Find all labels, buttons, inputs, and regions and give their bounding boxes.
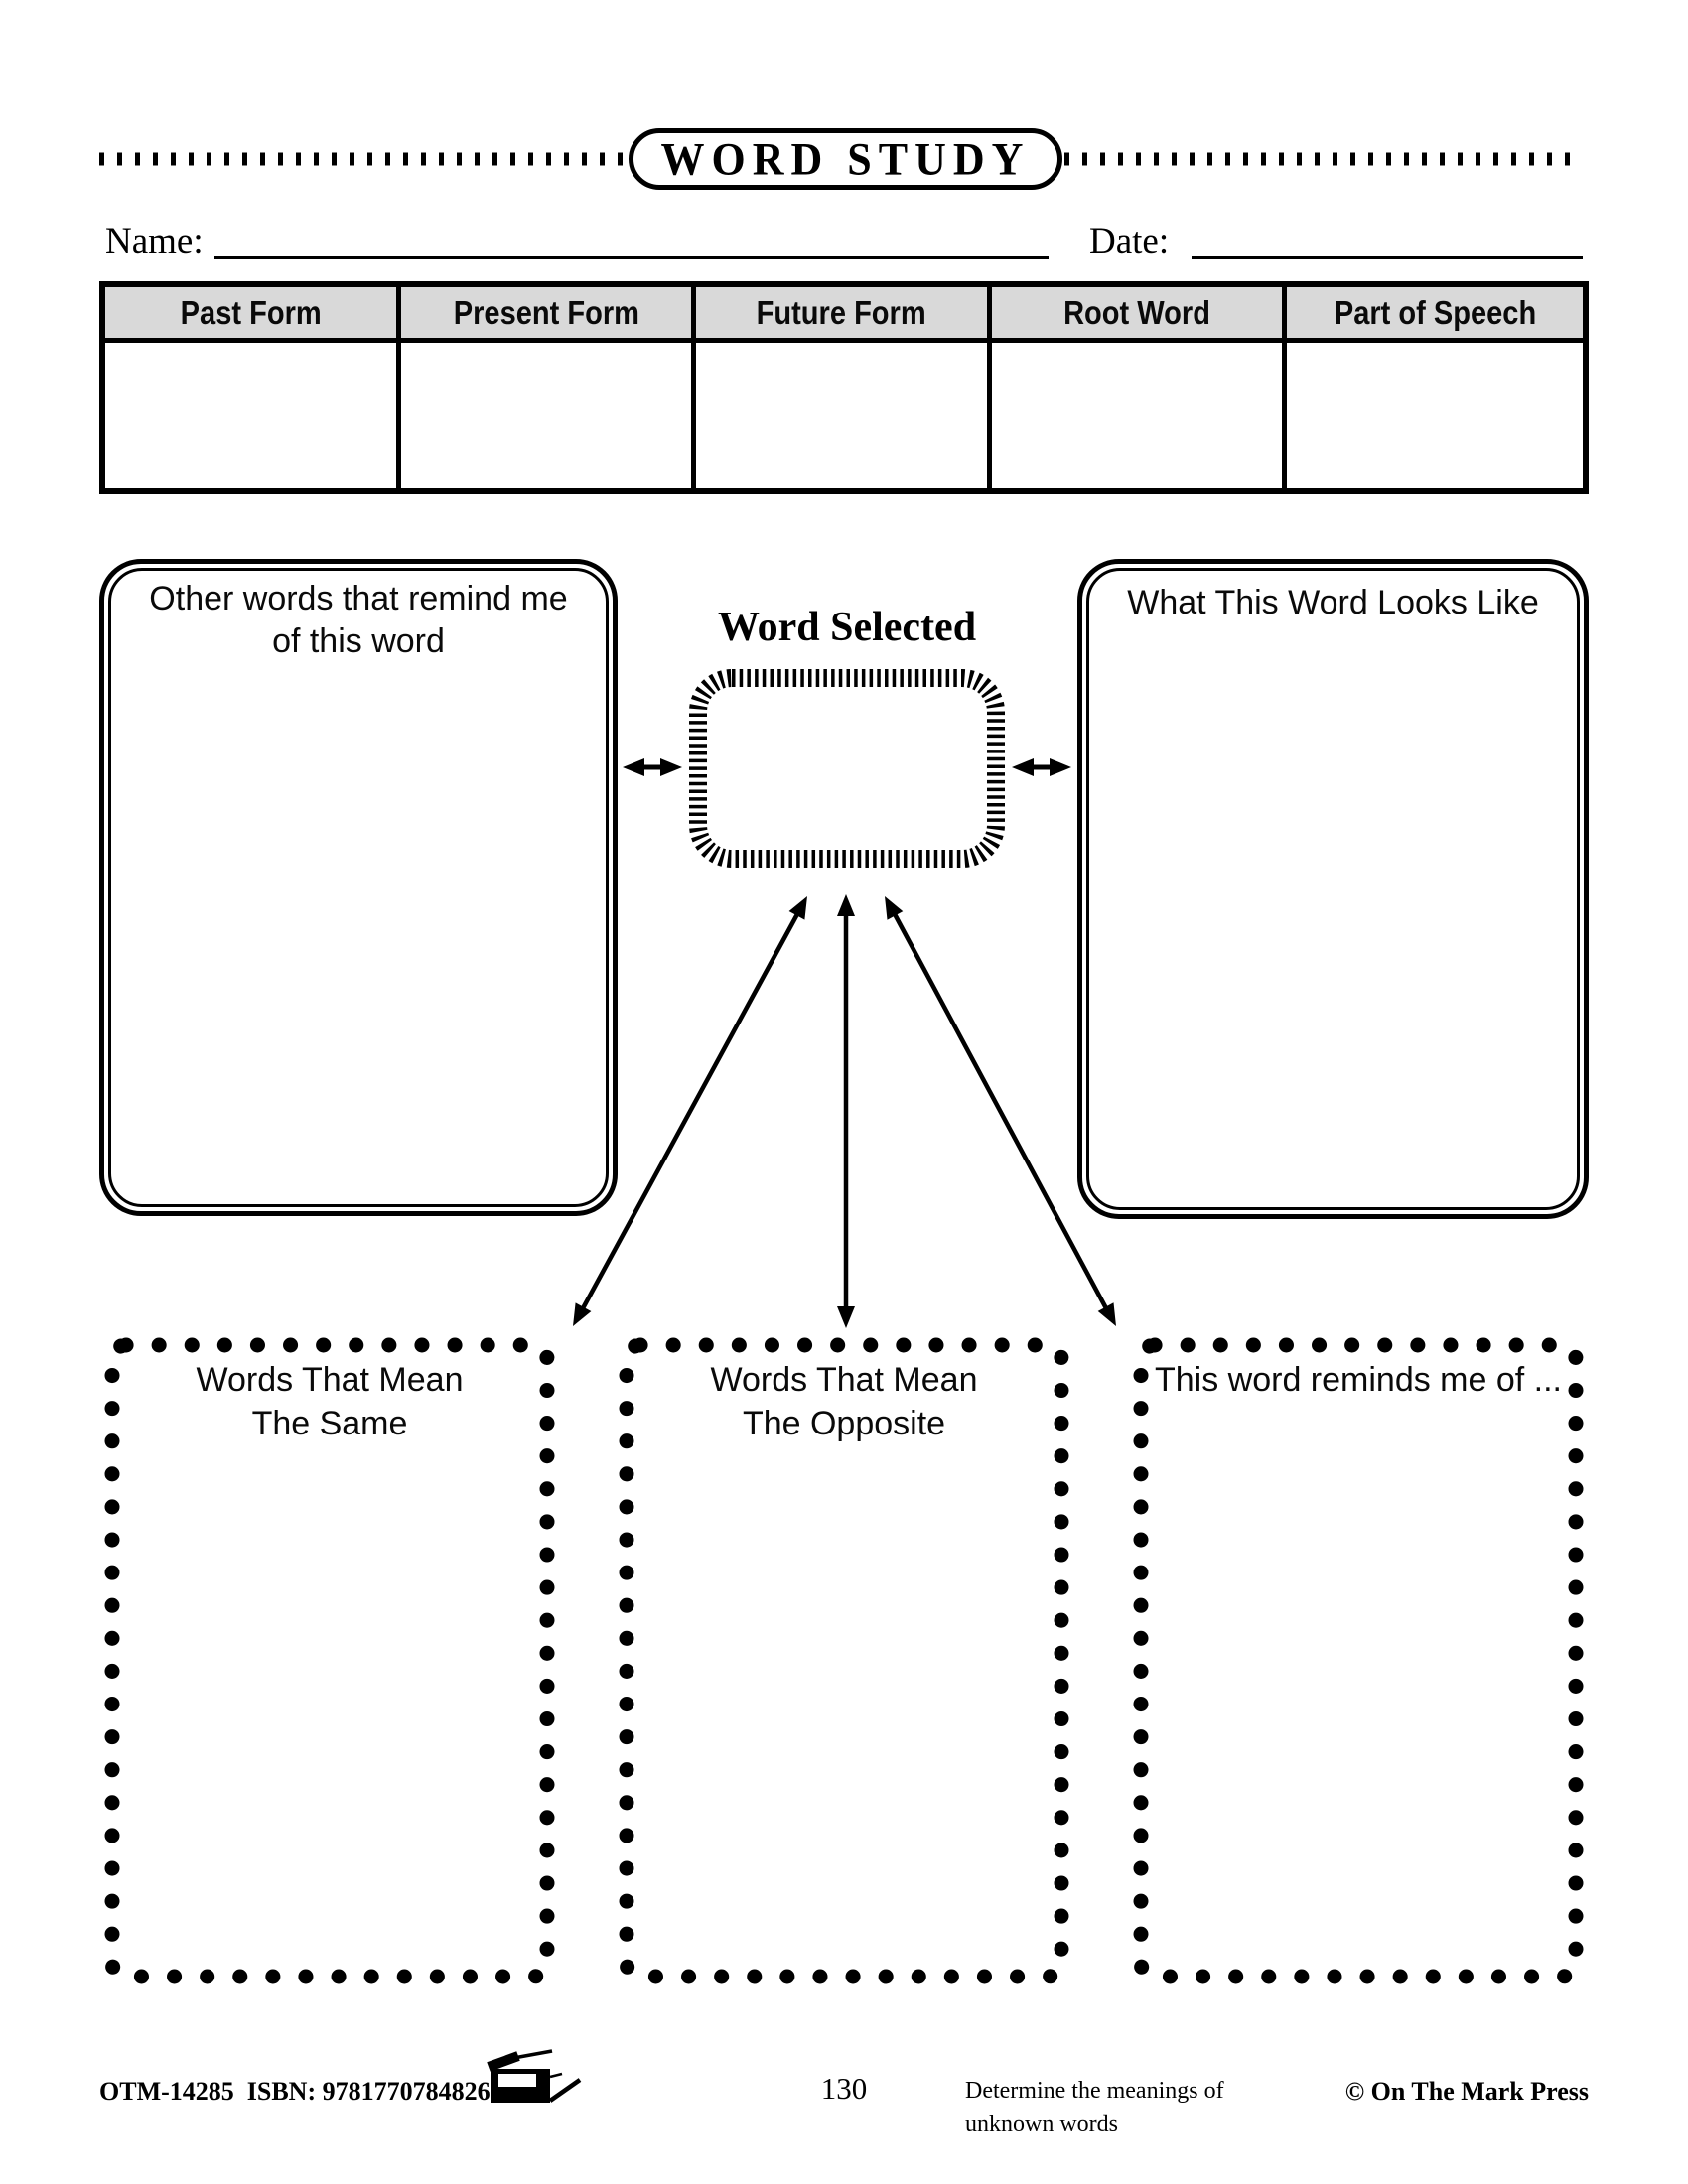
words-mean-same-box[interactable]: Words That Mean The Same (103, 1336, 556, 1985)
words-mean-same-box-title: Words That Mean The Same (196, 1361, 464, 1443)
name-input-line[interactable] (214, 256, 1049, 259)
what-word-looks-like-box-inner-border (1086, 568, 1580, 1210)
words-mean-same-box-border (104, 1337, 555, 1984)
table-cell-future-form[interactable] (696, 343, 992, 488)
table-cell-present-form[interactable] (400, 343, 697, 488)
word-reminds-me-box-border (1133, 1337, 1584, 1984)
other-words-box[interactable]: Other words that remind me of this word (99, 559, 618, 1216)
name-label: Name: (105, 221, 204, 262)
page-title-pill: WORD STUDY (629, 128, 1062, 190)
words-mean-opposite-box[interactable]: Words That Mean The Opposite (618, 1336, 1070, 1985)
what-word-looks-like-box-title: What This Word Looks Like (1127, 584, 1539, 621)
header-dotted-line (99, 152, 1583, 166)
word-reminds-me-box-title: This word reminds me of ... (1154, 1361, 1562, 1399)
table-header-part-of-speech: Part of Speech (1287, 287, 1583, 343)
copier-icon (487, 2049, 582, 2103)
footer-description: Determine the meanings of unknown words (965, 2078, 1224, 2137)
word-forms-table: Past Form Present Form Future Form Root … (99, 281, 1589, 494)
page-number: 130 (820, 2071, 868, 2106)
table-header-future-form: Future Form (696, 287, 992, 343)
table-cell-root-word[interactable] (991, 343, 1288, 488)
date-label: Date: (1089, 221, 1170, 262)
table-header-present-form: Present Form (400, 287, 697, 343)
what-word-looks-like-box[interactable]: What This Word Looks Like (1077, 559, 1589, 1219)
footer-product-code: OTM-14285 ISBN: 9781770784826 (99, 2077, 491, 2106)
word-reminds-me-box[interactable]: This word reminds me of ... (1132, 1336, 1585, 1985)
page-title: WORD STUDY (660, 133, 1031, 185)
table-cell-part-of-speech[interactable] (1287, 343, 1583, 488)
date-input-line[interactable] (1192, 256, 1583, 259)
word-selected-label: Word Selected (717, 605, 977, 650)
words-mean-opposite-box-border (619, 1337, 1069, 1984)
table-cell-past-form[interactable] (105, 343, 401, 488)
words-mean-opposite-box-title: Words That Mean The Opposite (710, 1361, 978, 1443)
word-selected-box[interactable] (687, 667, 1007, 870)
table-header-root-word: Root Word (991, 287, 1288, 343)
footer-copyright: © On The Mark Press (1344, 2077, 1589, 2106)
other-words-box-title: Other words that remind me of this word (149, 580, 568, 660)
table-header-past-form: Past Form (105, 287, 401, 343)
other-words-box-inner-border (108, 568, 609, 1207)
